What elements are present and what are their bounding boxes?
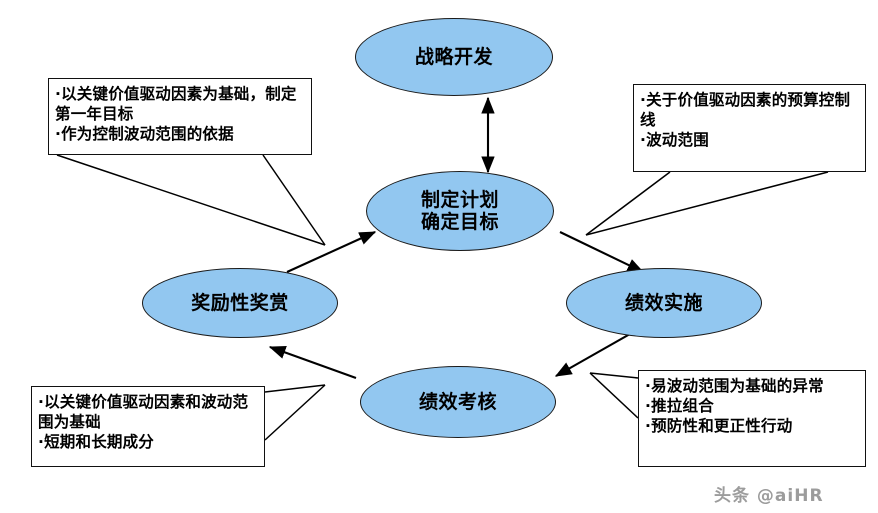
callout-bottom-right[interactable]: ·易波动范围为基础的异常 ·推拉组合 ·预防性和更正性行动 bbox=[638, 370, 866, 467]
callout-bottom-left-line-1: ·以关键价值驱动因素和波动范围为基础 bbox=[38, 393, 249, 432]
callout-bottom-right-line-1: ·易波动范围为基础的异常 bbox=[645, 377, 824, 395]
callout-top-left-line-1: ·以关键价值驱动因素为基础，制定第一年目标 bbox=[55, 85, 297, 124]
callout-top-right[interactable]: ·关于价值驱动因素的预算控制线 ·波动范围 bbox=[633, 84, 866, 172]
node-execute[interactable]: 绩效实施 bbox=[566, 268, 762, 338]
node-plan-label: 制定计划 确定目标 bbox=[420, 188, 499, 233]
arrow-plan-execute bbox=[559, 231, 645, 273]
leader-bottom-left-b bbox=[264, 384, 326, 441]
callout-bottom-right-line-3: ·预防性和更正性行动 bbox=[645, 417, 793, 436]
arrow-appraise-reward bbox=[268, 345, 357, 379]
node-strategy[interactable]: 战略开发 bbox=[355, 18, 553, 96]
arrow-execute-appraise bbox=[554, 329, 638, 377]
arrow-reward-plan bbox=[286, 231, 377, 273]
callout-bottom-left[interactable]: ·以关键价值驱动因素和波动范围为基础 ·短期和长期成分 bbox=[31, 386, 265, 467]
callout-bottom-left-line-2: ·短期和长期成分 bbox=[38, 433, 154, 452]
node-reward-label: 奖励性奖赏 bbox=[191, 291, 289, 314]
leader-bottom-right-b bbox=[589, 372, 639, 419]
node-appraise[interactable]: 绩效考核 bbox=[360, 366, 556, 438]
leader-top-right-a bbox=[585, 171, 671, 236]
leader-top-left-b bbox=[262, 154, 326, 246]
node-appraise-label: 绩效考核 bbox=[418, 390, 497, 413]
leader-top-right-b bbox=[585, 171, 829, 236]
callout-bottom-right-line-2: ·推拉组合 bbox=[645, 397, 714, 416]
callout-top-left[interactable]: ·以关键价值驱动因素为基础，制定第一年目标 ·作为控制波动范围的依据 bbox=[48, 78, 312, 155]
callout-top-right-line-1: ·关于价值驱动因素的预算控制线 bbox=[640, 91, 851, 130]
leader-bottom-left-a bbox=[264, 384, 326, 393]
callout-top-right-line-2: ·波动范围 bbox=[640, 131, 709, 150]
callout-top-left-line-2: ·作为控制波动范围的依据 bbox=[55, 125, 234, 144]
node-plan[interactable]: 制定计划 确定目标 bbox=[366, 171, 554, 251]
watermark: 头条 @aiHR bbox=[714, 486, 824, 506]
node-strategy-label: 战略开发 bbox=[414, 45, 493, 68]
node-execute-label: 绩效实施 bbox=[624, 291, 703, 314]
leader-top-left-a bbox=[56, 154, 326, 246]
node-reward[interactable]: 奖励性奖赏 bbox=[142, 268, 338, 338]
leader-bottom-right-a bbox=[589, 372, 639, 379]
